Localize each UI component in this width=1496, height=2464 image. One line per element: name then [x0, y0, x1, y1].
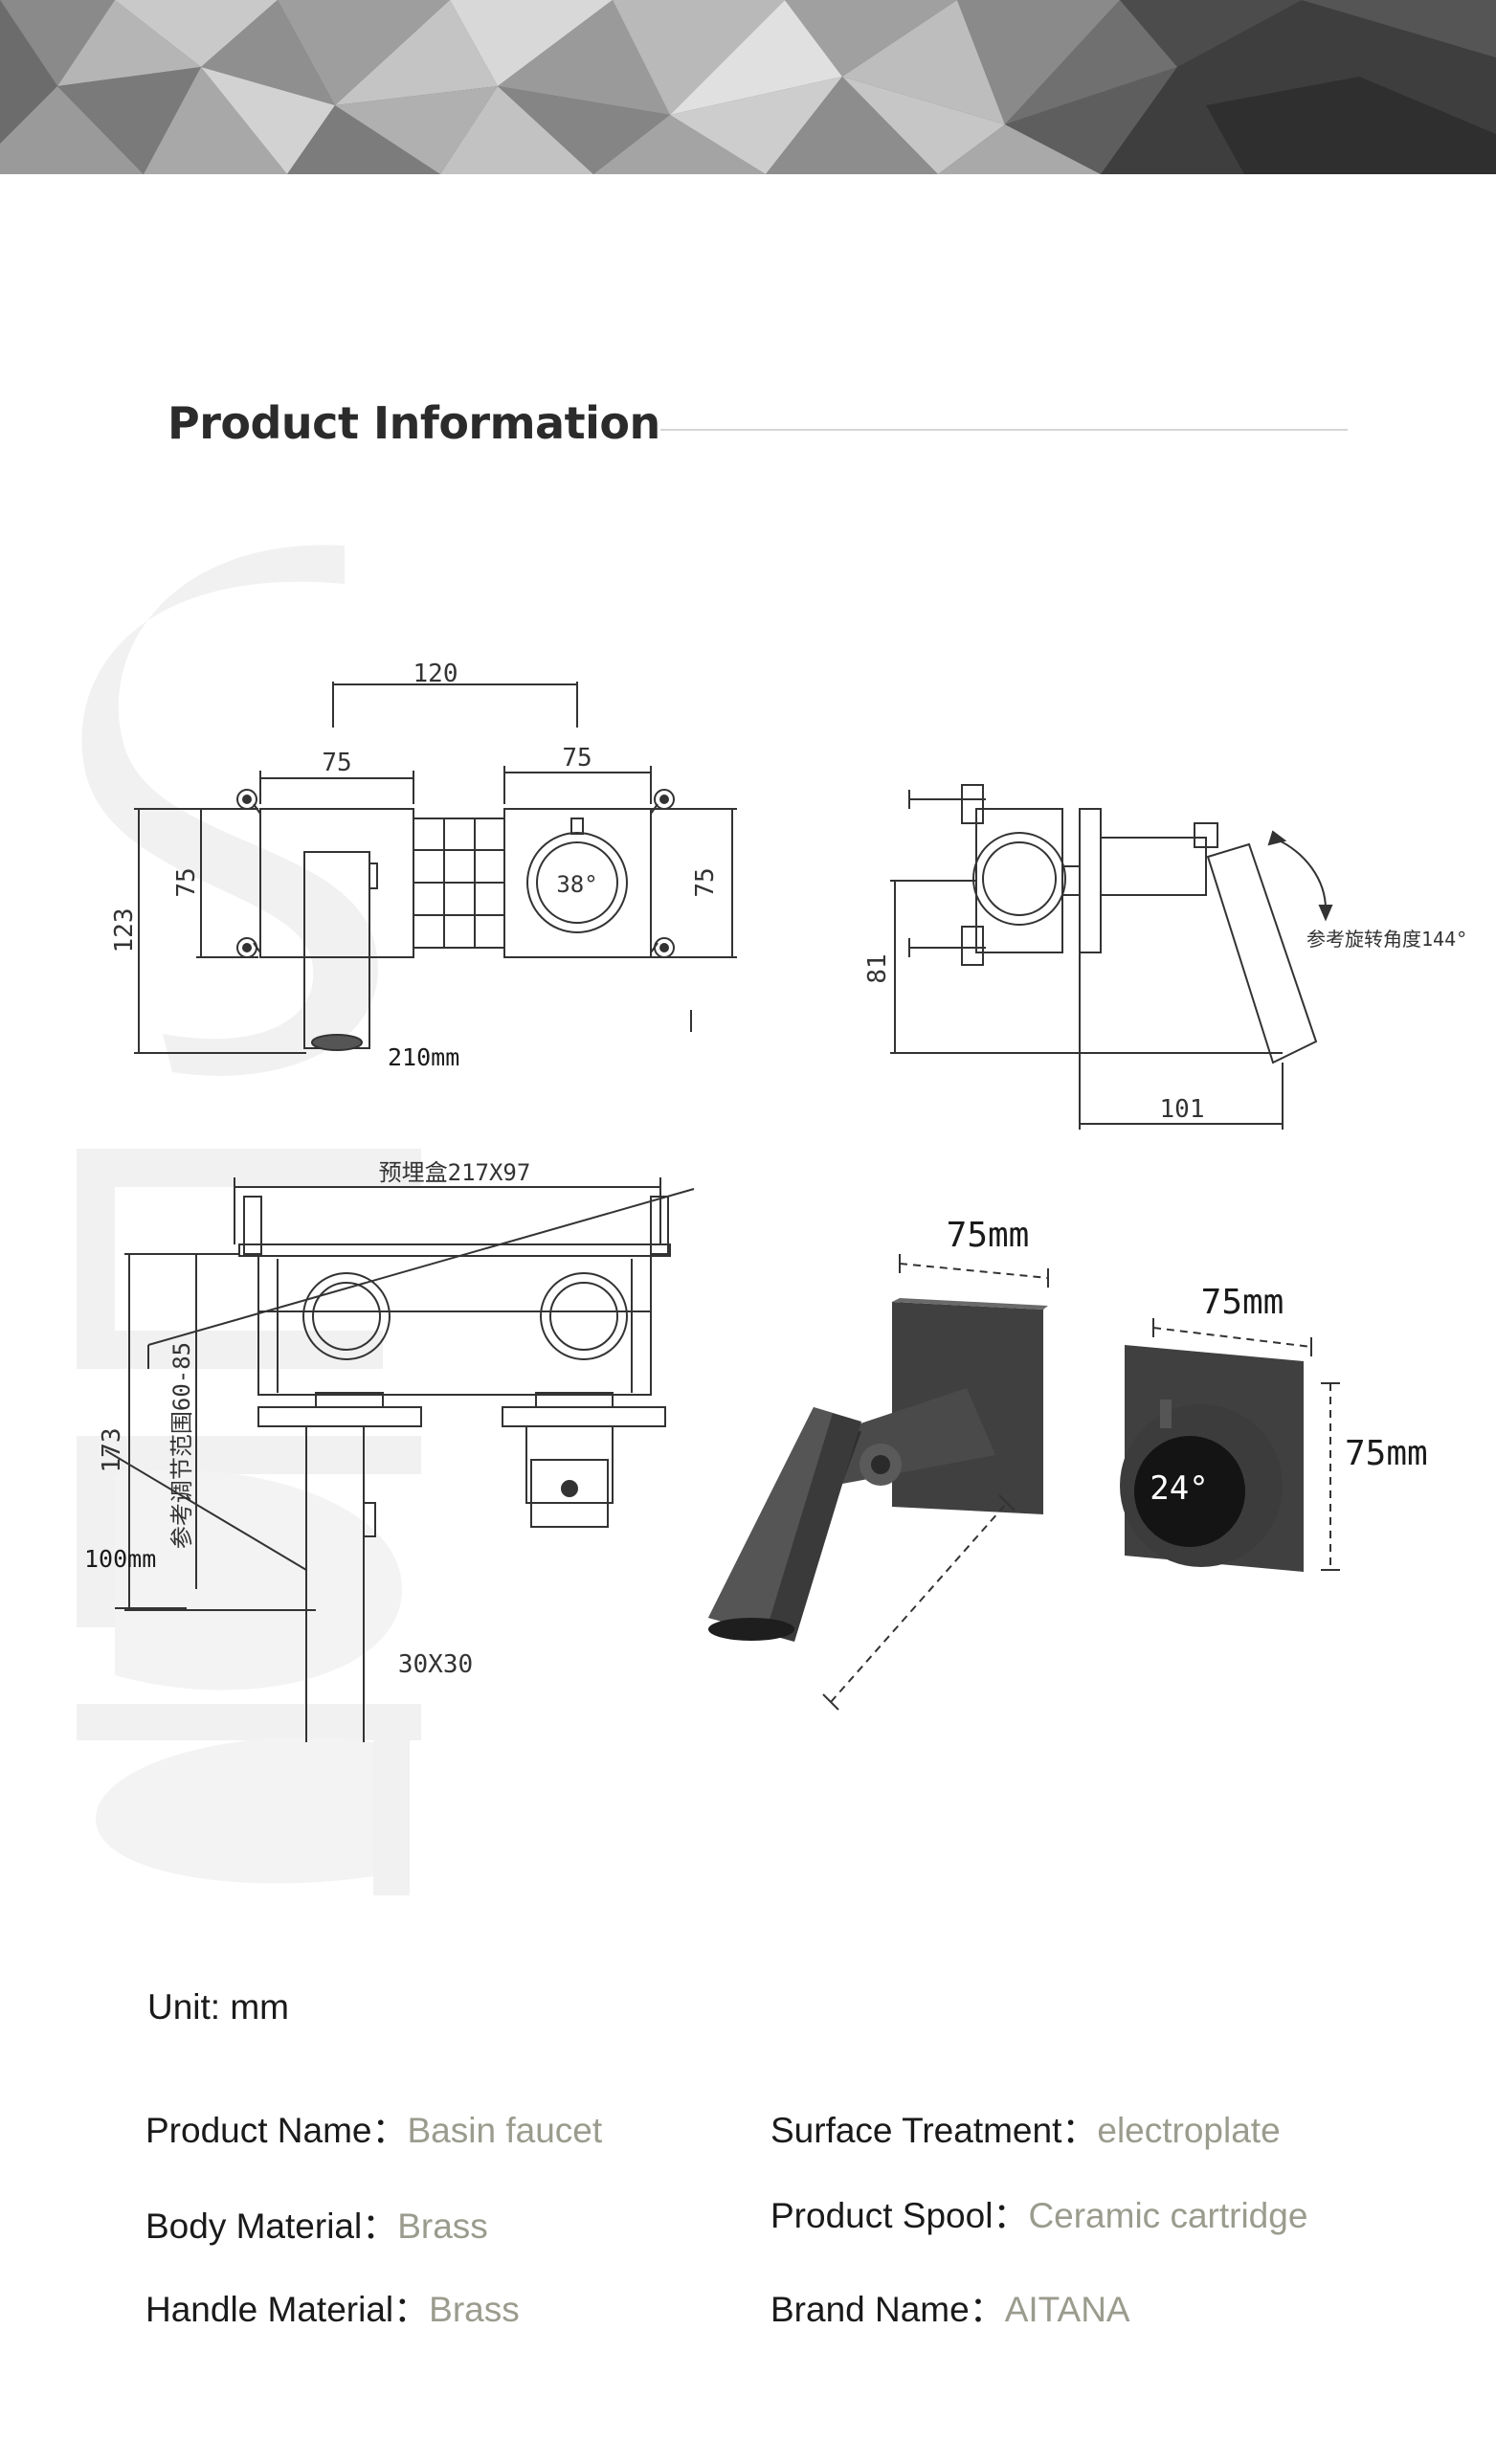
spec-value: Brass [429, 2290, 520, 2329]
dim-bottom-height: 173 [98, 1428, 126, 1473]
dim-left-plate: 75 [322, 749, 351, 777]
spout-depth-label: 100mm [84, 1545, 156, 1573]
spec-value: Brass [397, 2206, 488, 2246]
dim-right-height: 75 [691, 867, 720, 897]
photo-valve-width-dim: 75mm [1201, 1283, 1284, 1322]
spout-section-label: 30X30 [398, 1650, 473, 1679]
bottom-view [104, 1177, 695, 1742]
spec-body-material: Body Material：Brass [145, 2197, 488, 2249]
dim-left-height: 75 [172, 867, 201, 897]
spec-key: Body Material： [145, 2206, 398, 2246]
side-view [890, 784, 1333, 1130]
front-display-temp: 38° [556, 871, 597, 898]
spec-key: Product Spool： [770, 2196, 1029, 2235]
watermark-image [77, 545, 421, 1895]
spec-handle-material: Handle Material：Brass [145, 2280, 520, 2332]
dim-height-total: 123 [110, 908, 139, 953]
spec-value: Ceramic cartridge [1028, 2196, 1308, 2235]
spec-key: Brand Name： [770, 2290, 1005, 2329]
photo-dimension-lines [822, 1254, 1340, 1711]
photo-display-temp: 24° [1150, 1469, 1208, 1508]
stone-banner [0, 0, 1496, 174]
spec-value: electroplate [1097, 2111, 1281, 2150]
spec-key: Product Name： [145, 2111, 408, 2150]
title-divider [660, 429, 1348, 431]
spec-surface-treatment: Surface Treatment：electroplate [770, 2101, 1281, 2153]
stone-texture-image [0, 0, 1496, 174]
front-view [134, 682, 737, 1054]
spout-length-label: 210mm [388, 1043, 459, 1071]
spec-product-name: Product Name：Basin faucet [145, 2101, 602, 2153]
unit-label: Unit: mm [147, 1987, 289, 2027]
spec-product-spool: Product Spool：Ceramic cartridge [770, 2186, 1307, 2238]
dim-width-total: 120 [413, 660, 458, 688]
dim-side-height: 81 [863, 953, 892, 983]
photo-valve-height-dim: 75mm [1345, 1434, 1428, 1473]
spec-key: Handle Material： [145, 2290, 430, 2329]
rotation-note: 参考旋转角度144° [1306, 928, 1467, 951]
box-size-label: 预埋盒217X97 [379, 1159, 531, 1186]
spec-key: Surface Treatment： [770, 2111, 1098, 2150]
section-title: Product Information [167, 397, 660, 449]
dim-right-plate: 75 [562, 744, 592, 773]
photo-spout-plate-dim: 75mm [947, 1216, 1030, 1255]
spec-value: Basin faucet [407, 2111, 603, 2150]
dim-side-depth: 101 [1160, 1095, 1205, 1124]
spec-brand-name: Brand Name：AITANA [770, 2280, 1130, 2332]
spec-value: AITANA [1004, 2290, 1130, 2329]
technical-drawing: 120 75 75 123 75 75 38° 210mm 参考旋转角度144°… [84, 660, 1467, 1742]
adjust-range-note: 参考调节范围60-85 [168, 1342, 195, 1549]
product-photo [708, 1298, 1304, 1642]
